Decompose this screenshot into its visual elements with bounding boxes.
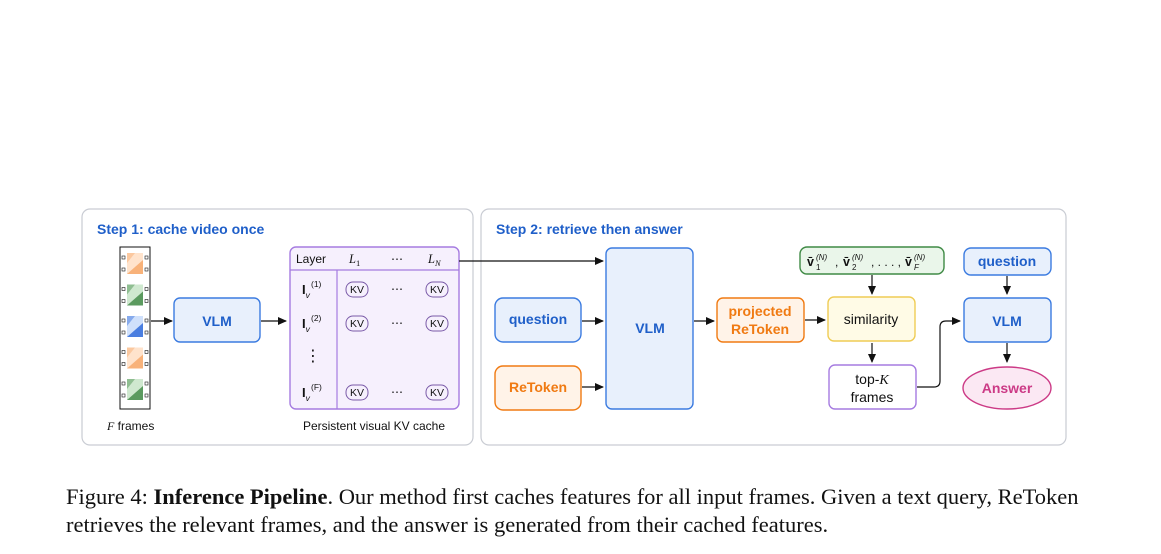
- kv-row-superscript: (1): [311, 279, 322, 289]
- vector-subscript: F: [914, 263, 920, 272]
- kv-cache-table: Layer L1 ⋯ LN Iv(1)KV⋯KVIv(2)KV⋯KV⋮Iv(F)…: [289, 246, 460, 410]
- kv-row-superscript: (F): [311, 382, 322, 392]
- film-frame-2: [121, 284, 149, 306]
- kv-header-dots: ⋯: [391, 252, 403, 266]
- question2-box: [963, 247, 1052, 276]
- film-frame-4: [121, 347, 149, 369]
- vector-superscript: (N): [816, 253, 827, 262]
- kv-row-ellipsis: ⋮: [305, 348, 321, 365]
- step1-title: Step 1: cache video once: [97, 221, 264, 237]
- film-strip: [119, 246, 151, 410]
- question-label: question: [509, 311, 567, 327]
- vector-superscript: (N): [852, 253, 863, 262]
- projected-retoken-box: [716, 297, 805, 343]
- film-frame-1: [121, 253, 149, 274]
- vlm-box-answer: [963, 297, 1052, 343]
- projected-label-line2: ReToken: [731, 321, 789, 337]
- vlm-box-step2: [605, 247, 694, 410]
- film-frame-5: [121, 379, 149, 400]
- answer-label: Answer: [982, 380, 1033, 396]
- projected-label-line1: projected: [728, 303, 791, 319]
- kv-row-dots: ⋯: [391, 385, 403, 399]
- arrow-topk-to-vlm3: [917, 317, 961, 388]
- similarity-label: similarity: [844, 311, 898, 327]
- kv-row-2: Iv(2) KV ⋯ KV: [302, 313, 449, 334]
- vector-superscript: (N): [914, 253, 925, 262]
- question-box: [494, 297, 582, 343]
- kv-row-dots: ⋯: [391, 316, 403, 330]
- vlm-label-answer: VLM: [992, 313, 1022, 329]
- kv-pill-label: KV: [350, 284, 364, 296]
- kv-pill: [345, 315, 369, 332]
- topk-frames-box: [828, 364, 917, 410]
- vlm-label-step1: VLM: [202, 313, 232, 329]
- similarity-box: [827, 296, 916, 342]
- vector-symbol: v̄: [807, 255, 814, 269]
- pipeline-diagram: Step 1: cache video once Step 2: retriev…: [81, 208, 1067, 446]
- vector-symbol: v̄: [843, 255, 850, 269]
- kv-row-4: Iv(F) KV ⋯ KV: [302, 382, 449, 403]
- vectors-box: [799, 246, 945, 275]
- kv-pill-label: KV: [350, 318, 364, 330]
- topk-label-line1: top-K: [855, 371, 889, 388]
- vector-symbol: v̄: [905, 255, 912, 269]
- caption-prefix: Figure 4:: [66, 484, 154, 509]
- step2-title: Step 2: retrieve then answer: [496, 221, 683, 237]
- vlm-box-step1: [173, 297, 261, 343]
- kv-pill-label: KV: [350, 387, 364, 399]
- kv-header-layer: Layer: [296, 252, 326, 266]
- kv-row-label: Iv: [302, 316, 311, 334]
- answer-ellipse: [962, 366, 1052, 410]
- kv-row-dots: ⋯: [391, 282, 403, 296]
- kv-pill-label: KV: [430, 318, 444, 330]
- kv-pill-label: KV: [430, 387, 444, 399]
- kv-cache-caption: Persistent visual KV cache: [303, 419, 445, 433]
- kv-pill: [425, 281, 449, 298]
- kv-row-3: ⋮: [305, 348, 321, 365]
- topk-label-line2: frames: [851, 389, 894, 405]
- kv-pill: [345, 281, 369, 298]
- kv-row-label: Iv: [302, 385, 311, 403]
- vlm-label-step2: VLM: [635, 320, 665, 336]
- frames-label: F frames: [106, 419, 154, 433]
- kv-pill: [425, 384, 449, 401]
- retoken-label: ReToken: [509, 379, 567, 395]
- figure-caption: Figure 4: Inference Pipeline. Our method…: [66, 483, 1106, 539]
- kv-row-label: Iv: [302, 282, 311, 300]
- vector-subscript: 1: [816, 263, 821, 272]
- kv-row-superscript: (2): [311, 313, 322, 323]
- kv-row-1: Iv(1) KV ⋯ KV: [302, 279, 449, 300]
- caption-text: . Our method first caches features for a…: [66, 484, 1079, 537]
- kv-pill-label: KV: [430, 284, 444, 296]
- kv-header-l1: L1: [348, 252, 360, 268]
- vector-subscript: 2: [852, 263, 857, 272]
- vector-comma: ,: [835, 255, 838, 269]
- retoken-box: [494, 365, 582, 411]
- caption-bold: Inference Pipeline: [153, 484, 328, 509]
- kv-header-ln: LN: [427, 252, 442, 268]
- kv-pill: [345, 384, 369, 401]
- film-frame-3: [121, 316, 149, 337]
- kv-pill: [425, 315, 449, 332]
- question2-label: question: [978, 253, 1036, 269]
- vector-ellipsis: , . . . ,: [871, 255, 901, 269]
